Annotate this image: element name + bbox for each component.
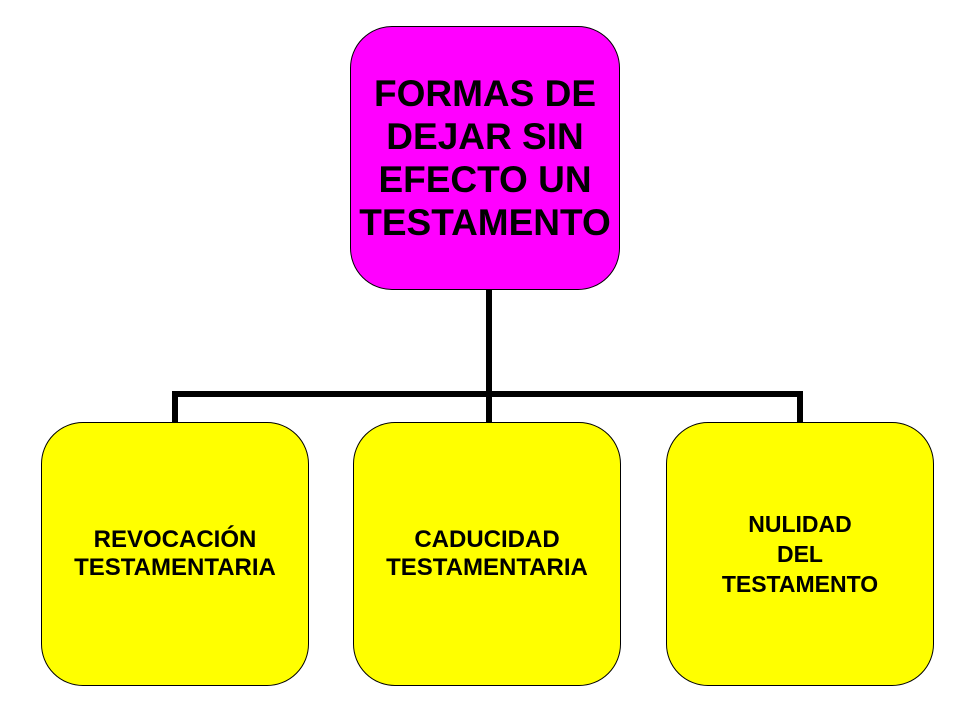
child-node-label: CADUCIDAD TESTAMENTARIA [386,526,588,581]
root-node-label: FORMAS DE DEJAR SIN EFECTO UN TESTAMENTO [359,73,611,243]
root-node: FORMAS DE DEJAR SIN EFECTO UN TESTAMENTO [350,26,620,290]
child-node-label: REVOCACIÓN TESTAMENTARIA [74,526,276,581]
child-node-nulidad: NULIDAD DEL TESTAMENTO [666,422,934,686]
child-node-label: NULIDAD DEL TESTAMENTO [721,511,879,597]
child-node-caducidad: CADUCIDAD TESTAMENTARIA [353,422,621,686]
child-node-revocacion: REVOCACIÓN TESTAMENTARIA [41,422,309,686]
